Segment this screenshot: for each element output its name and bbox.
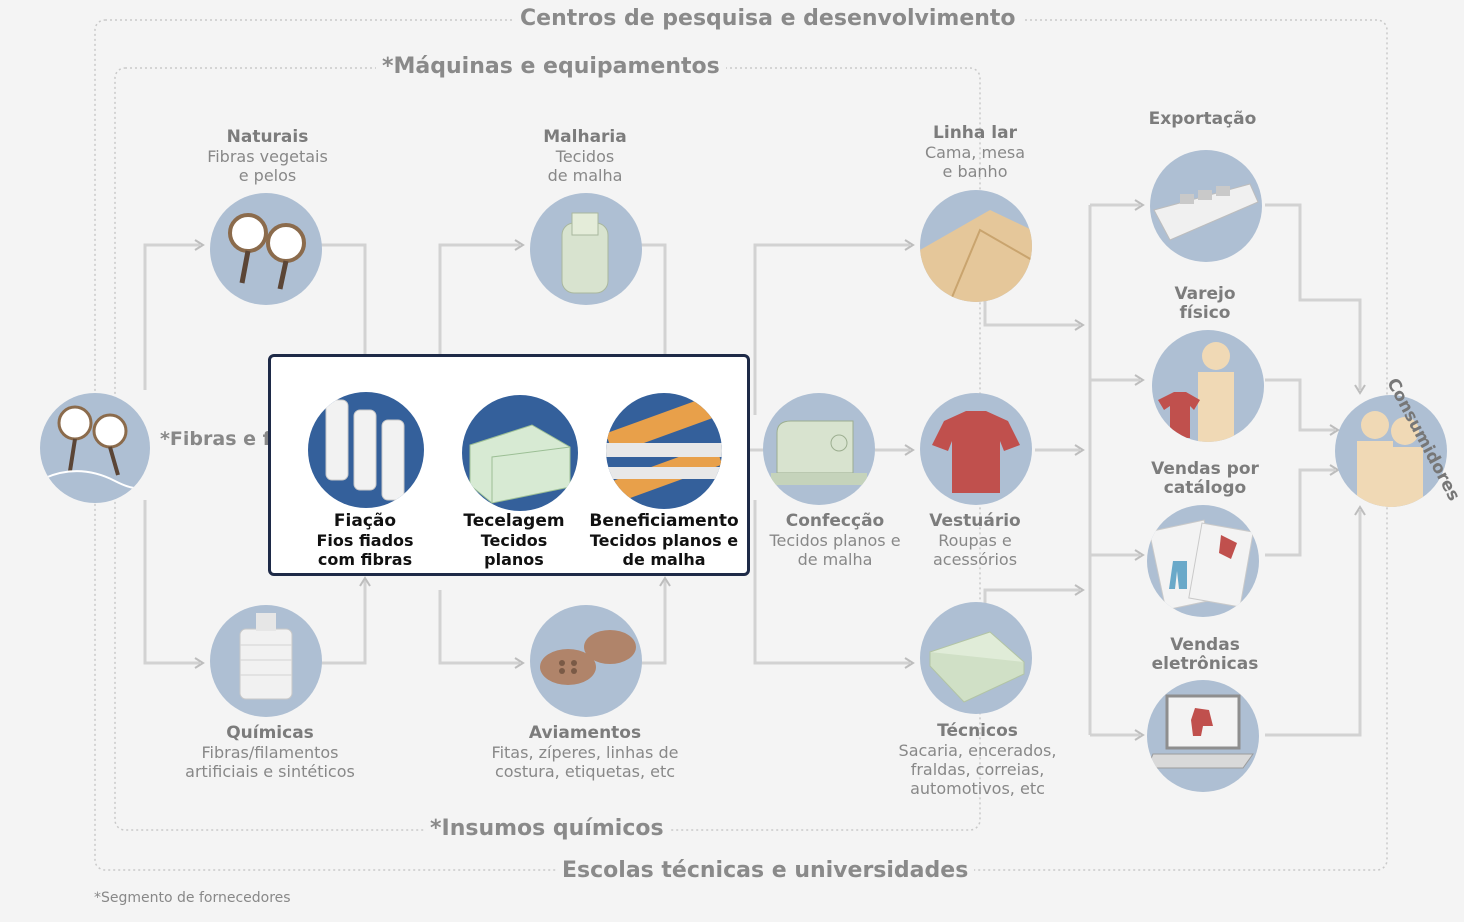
cotton-icon [40,393,150,503]
node-title: Fiação [333,511,397,531]
loom-icon [462,395,578,511]
node-desc: Cama, mesa e banho [924,143,1026,181]
node-title: Beneficiamento [589,511,739,531]
laptop-icon [1147,680,1259,792]
node-title: Vendas por catálogo [1151,459,1259,498]
people-icon [1335,395,1447,507]
node-title: Vendas eletrônicas [1151,635,1259,674]
node-aviamentos: Aviamentos Fitas, zíperes, linhas de cos… [470,723,700,782]
node-desc: Fibras/filamentos artificiais e sintétic… [185,743,355,781]
node-title: Varejo físico [1174,284,1236,323]
node-tecelagem: Tecelagem Tecidos planos [450,511,578,570]
node-varejo: Varejo físico [1145,285,1265,323]
node-desc: Tecidos planos e de malha [589,531,739,569]
sewing-machine-icon [763,393,875,505]
bed-linen-icon [920,190,1032,302]
node-title: Linha lar [933,123,1017,143]
folded-fabric-icon [920,602,1032,714]
node-quimicas: Químicas Fibras/filamentos artificiais e… [160,723,380,782]
node-desc: Fios fiados com fibras [316,531,414,569]
node-title: Químicas [226,723,314,743]
node-vestuario: Vestuário Roupas e acessórios [900,511,1050,570]
yarn-spool-icon [210,605,322,717]
footnote: *Segmento de fornecedores [94,890,291,906]
node-naturais: Naturais Fibras vegetais e pelos [180,127,355,186]
node-title: Confecção [785,511,885,531]
node-title: Aviamentos [528,723,642,743]
node-desc: Fibras vegetais e pelos [207,147,328,185]
fabric-rolls-icon [606,393,722,509]
node-exportacao: Exportação [1130,110,1275,129]
band-research-centers: Centros de pesquisa e desenvolvimento [514,6,1022,31]
node-beneficiamento: Beneficiamento Tecidos planos e de malha [582,511,746,570]
node-title: Vestuário [929,511,1021,531]
node-desc: Sacaria, encerados, fraldas, correias, a… [898,741,1057,798]
node-title: Exportação [1148,109,1257,129]
node-malharia: Malharia Tecidos de malha [500,127,670,186]
node-flacao: Fiação Fios fiados com fibras [300,511,430,570]
node-title: Técnicos [937,721,1018,741]
band-schools: Escolas técnicas e universidades [556,858,975,883]
knitting-machine-icon [530,193,642,305]
node-title: Malharia [543,127,627,147]
catalog-icon [1147,505,1259,617]
node-desc: Fitas, zíperes, linhas de costura, etiqu… [491,743,679,781]
node-eletronicas: Vendas eletrônicas [1140,636,1270,674]
buttons-icon [530,605,642,717]
store-clerk-icon [1152,330,1264,442]
node-confeccao: Confecção Tecidos planos e de malha [750,511,920,570]
node-title: Naturais [226,127,309,147]
node-tecnicos: Técnicos Sacaria, encerados, fraldas, co… [880,721,1075,799]
node-linha-lar: Linha lar Cama, mesa e banho [905,123,1045,182]
cotton-icon [210,193,322,305]
node-desc: Tecidos de malha [547,147,623,185]
node-desc: Tecidos planos e de malha [769,531,901,569]
node-title: Tecelagem [463,511,565,531]
spinning-bobbins-icon [308,392,424,508]
node-desc: Roupas e acessórios [932,531,1018,569]
band-chemical-inputs: *Insumos químicos [424,816,670,841]
node-desc: Tecidos planos [480,531,548,569]
node-catalogo: Vendas por catálogo [1140,460,1270,498]
tshirt-icon [920,393,1032,505]
cargo-ship-icon [1150,150,1262,262]
band-machines: *Máquinas e equipamentos [376,54,726,79]
